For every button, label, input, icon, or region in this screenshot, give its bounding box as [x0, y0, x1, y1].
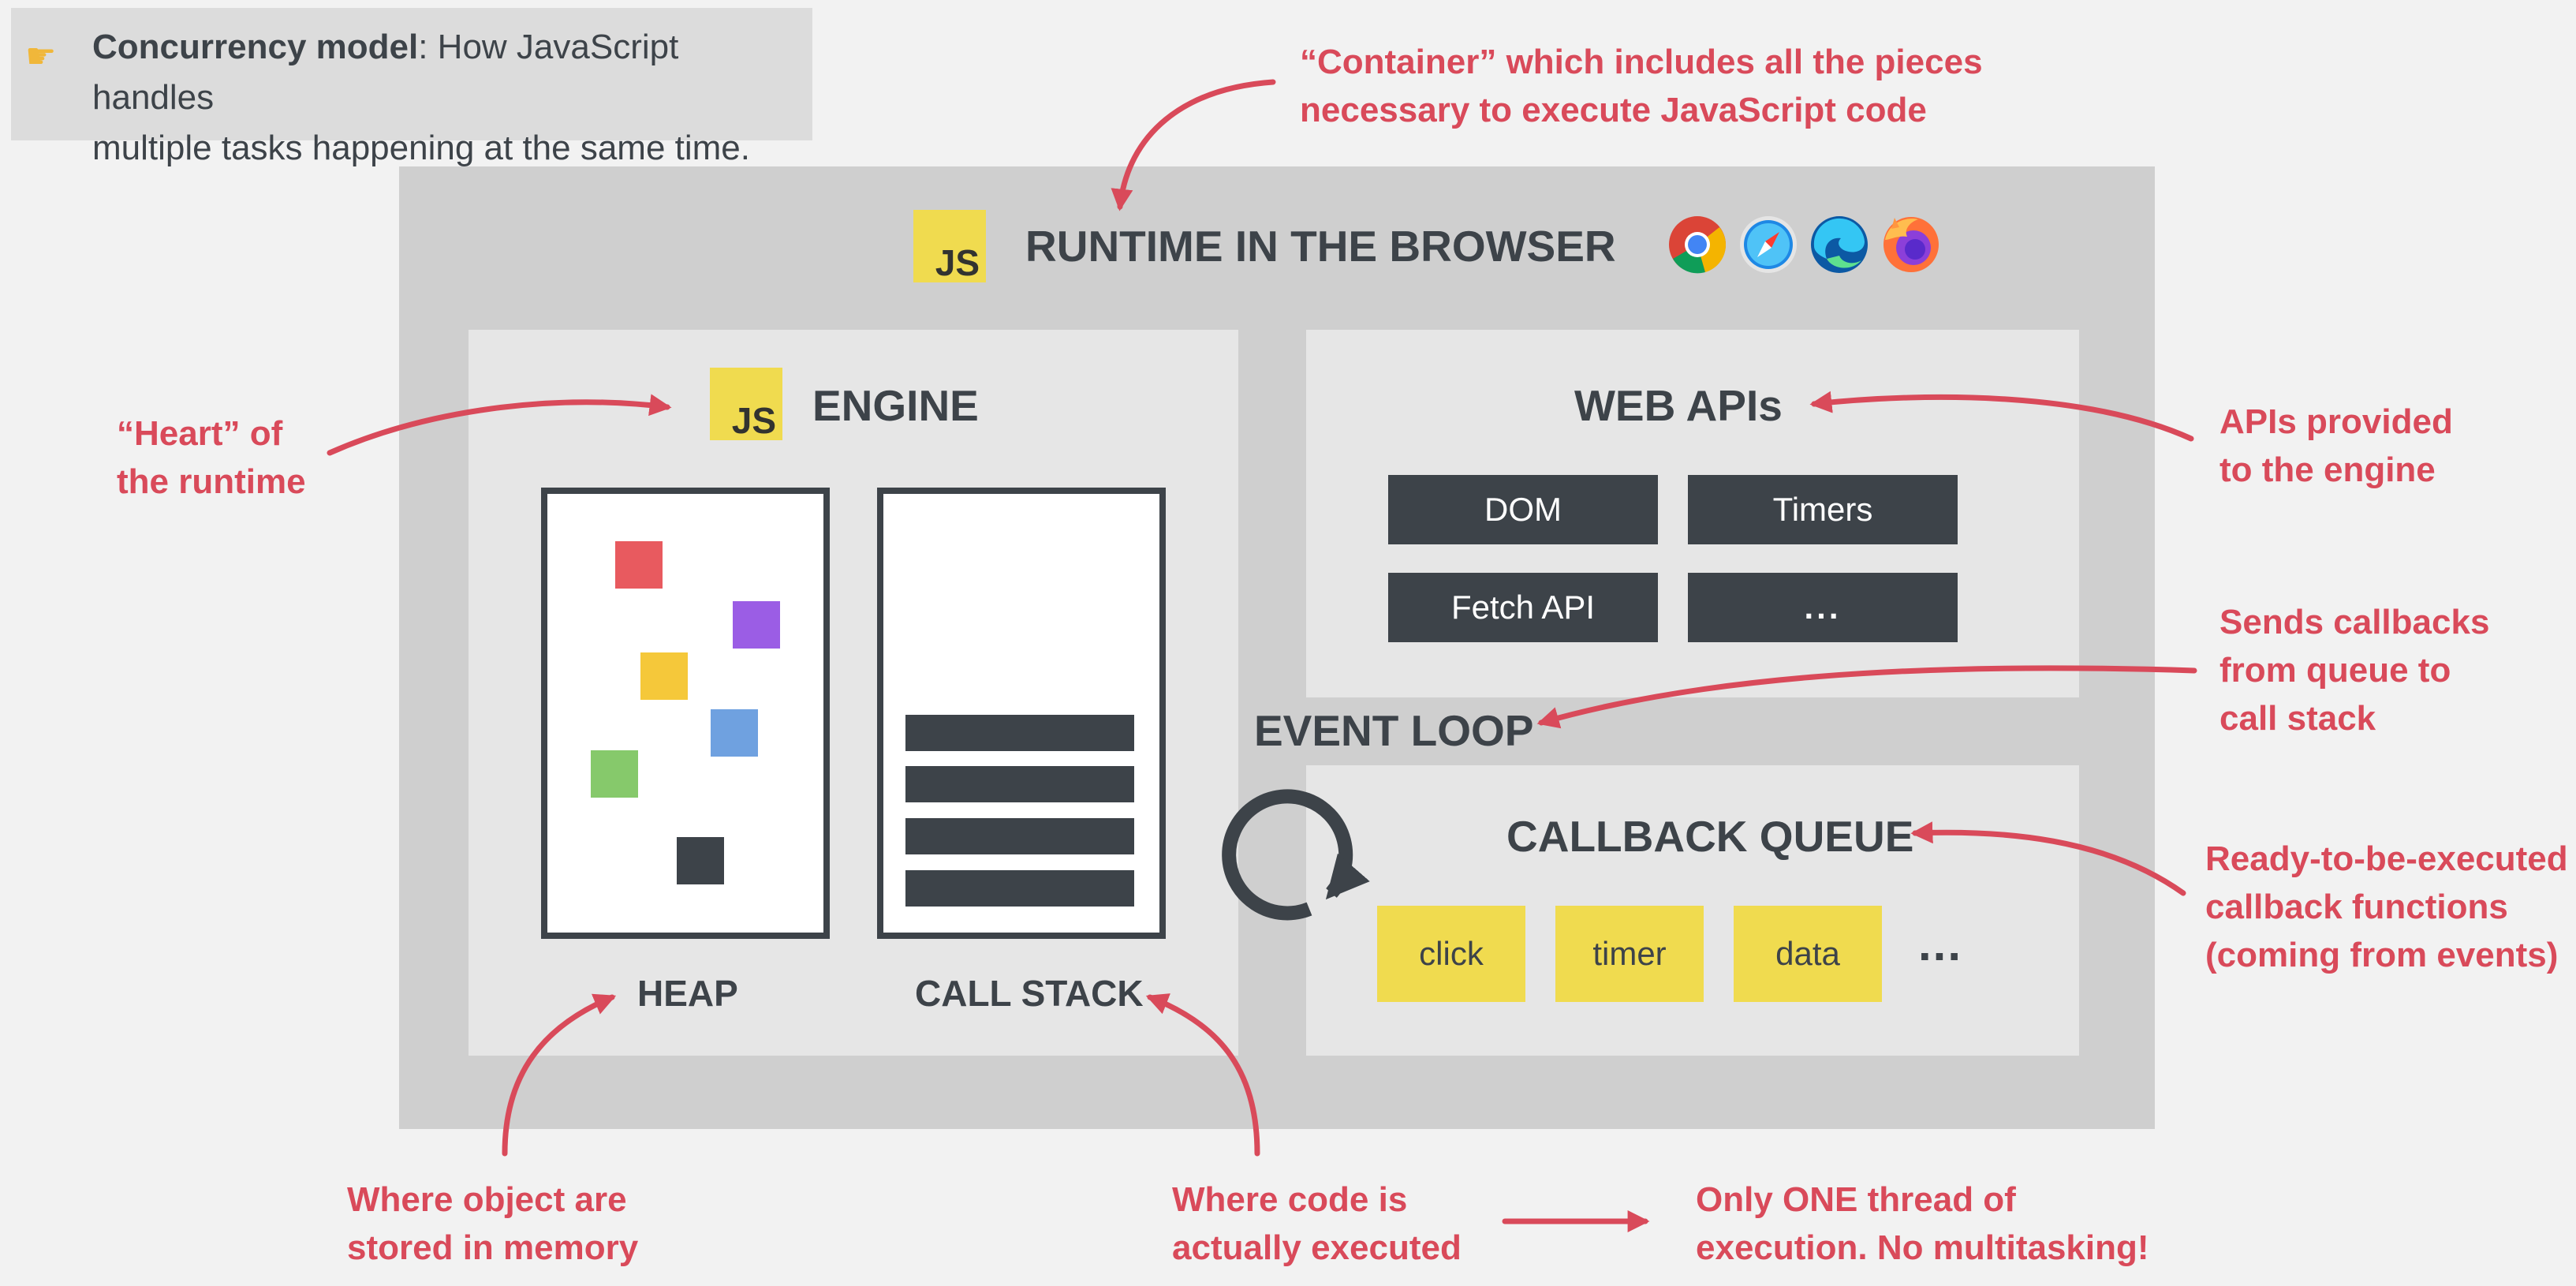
heap-object-yellow	[640, 652, 688, 700]
firefox-icon	[1883, 217, 1939, 272]
callback-queue-more: ...	[1918, 918, 1963, 970]
ready-annotation-line2: callback functions	[2205, 888, 2508, 926]
heap-object-red	[615, 541, 663, 589]
stack-annotation-line2: actually executed	[1172, 1228, 1462, 1267]
apis-annotation-line2: to the engine	[2219, 450, 2436, 489]
heart-annotation-line2: the runtime	[117, 462, 306, 501]
concurrency-model-term: Concurrency model	[92, 28, 419, 66]
apis-annotation-line1: APIs provided	[2219, 402, 2453, 441]
ready-annotation-line1: Ready-to-be-executed	[2205, 839, 2568, 878]
event-loop-title: EVENT LOOP	[1254, 706, 1534, 755]
heap-annotation-line2: stored in memory	[347, 1228, 639, 1267]
runtime-js-logo: JS	[913, 210, 986, 282]
sends-arrow	[1536, 665, 2197, 729]
pointing-hand-icon: ☛	[25, 37, 57, 76]
heap-object-purple	[733, 601, 780, 649]
thread-annotation-line1: Only ONE thread of	[1696, 1180, 2016, 1219]
single-thread-annotation: Only ONE thread of execution. No multita…	[1696, 1176, 2149, 1272]
sends-annotation-line3: call stack	[2219, 699, 2376, 738]
stack-annotation-line1: Where code is	[1172, 1180, 1408, 1219]
heap-object-blue	[711, 709, 758, 757]
callback-timer: timer	[1555, 906, 1704, 1002]
sends-annotation-line1: Sends callbacks	[2219, 603, 2490, 641]
concurrency-model-definition-line2: multiple tasks happening at the same tim…	[92, 129, 751, 167]
call-stack-box	[877, 488, 1166, 939]
call-stack-frame	[905, 766, 1134, 802]
container-annotation-line1: “Container” which includes all the piece…	[1300, 43, 1983, 81]
heap-arrow	[502, 993, 617, 1157]
callback-data: data	[1734, 906, 1882, 1002]
sends-callbacks-annotation: Sends callbacks from queue to call stack	[2219, 598, 2489, 742]
ready-arrow	[1910, 821, 2186, 896]
web-apis-title: WEB APIs	[1574, 381, 1783, 430]
heart-arrow	[327, 394, 672, 456]
concurrency-note-box	[11, 8, 812, 140]
call-stack-label: CALL STACK	[915, 973, 1144, 1014]
safari-icon	[1740, 216, 1797, 273]
heap-object-green	[591, 750, 638, 798]
call-stack-annotation: Where code is actually executed	[1172, 1176, 1462, 1272]
heart-annotation: “Heart” of the runtime	[117, 409, 306, 506]
heap-object-dark	[677, 837, 724, 884]
container-annotation: “Container” which includes all the piece…	[1300, 38, 1983, 134]
apis-arrow	[1809, 391, 2194, 442]
ready-annotation-line3: (coming from events)	[2205, 936, 2559, 974]
container-arrow	[1111, 79, 1276, 211]
web-api-dom: DOM	[1388, 475, 1658, 544]
call-stack-arrow	[1145, 993, 1260, 1157]
heart-annotation-line1: “Heart” of	[117, 414, 283, 453]
heap-annotation-line1: Where object are	[347, 1180, 627, 1219]
engine-title: ENGINE	[812, 381, 979, 430]
sends-annotation-line2: from queue to	[2219, 651, 2451, 690]
callback-queue-title: CALLBACK QUEUE	[1506, 812, 1914, 861]
ready-callbacks-annotation: Ready-to-be-executed callback functions …	[2205, 835, 2568, 979]
heap-label: HEAP	[637, 973, 738, 1014]
web-api-more: ...	[1688, 573, 1958, 642]
container-annotation-line2: necessary to execute JavaScript code	[1300, 91, 1927, 129]
web-api-fetch: Fetch API	[1388, 573, 1658, 642]
call-stack-frame	[905, 870, 1134, 907]
edge-icon	[1811, 216, 1868, 273]
web-api-timers: Timers	[1688, 475, 1958, 544]
engine-js-logo: JS	[710, 368, 782, 440]
event-loop-icon	[1222, 789, 1370, 921]
runtime-title: RUNTIME IN THE BROWSER	[1025, 222, 1616, 271]
call-stack-frame	[905, 715, 1134, 751]
concurrency-model-definition: : How JavaScript handles	[92, 28, 679, 117]
call-stack-frame	[905, 818, 1134, 854]
thread-annotation-line2: execution. No multitasking!	[1696, 1228, 2149, 1267]
heap-annotation: Where object are stored in memory	[347, 1176, 638, 1272]
apis-annotation: APIs provided to the engine	[2219, 398, 2453, 494]
callback-click: click	[1377, 906, 1525, 1002]
chrome-icon	[1669, 216, 1727, 274]
concurrency-note-text: Concurrency model: How JavaScript handle…	[92, 22, 802, 174]
